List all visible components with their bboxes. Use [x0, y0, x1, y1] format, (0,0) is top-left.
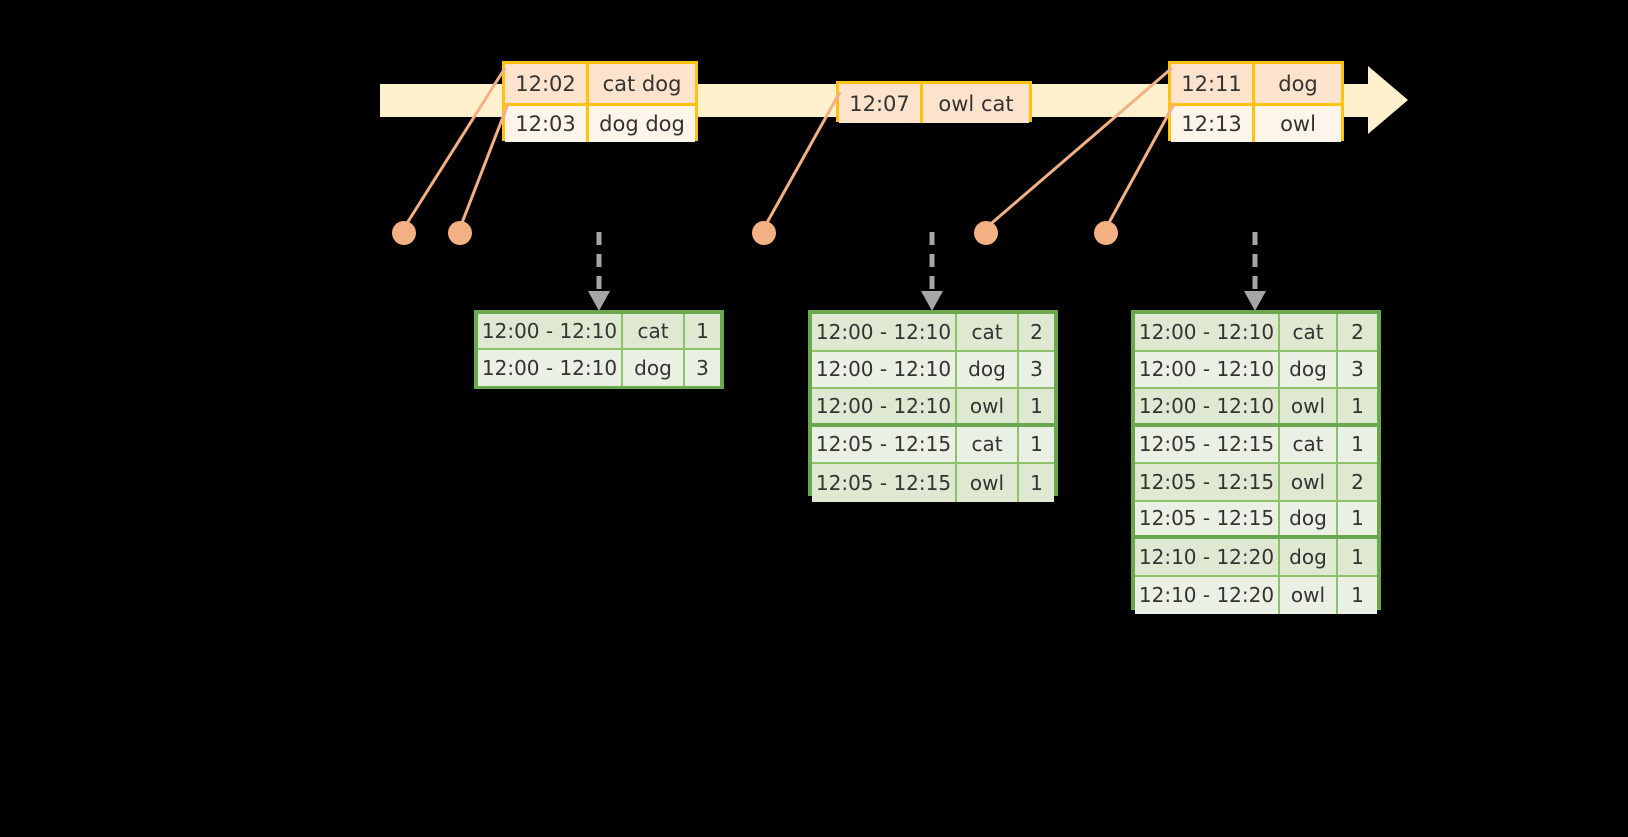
count-cell: 1	[1338, 501, 1377, 535]
count-cell: 1	[1338, 389, 1377, 423]
key-cell: owl	[957, 464, 1019, 502]
count-cell: 1	[1019, 426, 1054, 462]
table-row[interactable]: 12:05 - 12:15 owl 1	[812, 464, 1054, 502]
dashed-arrow-head-1	[588, 291, 610, 311]
key-cell: dog	[1280, 539, 1338, 575]
count-cell: 1	[1338, 539, 1377, 575]
window-cell: 12:00 - 12:10	[812, 389, 957, 423]
leader-line-1213	[1104, 103, 1176, 229]
event-dot-1203[interactable]	[448, 221, 472, 245]
key-cell: dog	[623, 350, 685, 386]
key-cell: cat	[1280, 426, 1338, 462]
event-time: 12:07	[839, 84, 923, 123]
count-cell: 2	[1338, 314, 1377, 350]
table-row[interactable]: 12:10 - 12:20 dog 1	[1135, 539, 1377, 577]
window-cell: 12:00 - 12:10	[812, 314, 957, 350]
table-row[interactable]: 12:00 - 12:10 dog 3	[812, 351, 1054, 389]
count-cell: 2	[1019, 314, 1054, 350]
result-table-3[interactable]: 12:00 - 12:10 cat 2 12:00 - 12:10 dog 3 …	[1131, 310, 1381, 614]
key-cell: owl	[957, 389, 1019, 423]
event-row[interactable]: 12:07 owl cat	[839, 84, 1029, 123]
key-cell: cat	[623, 314, 685, 348]
event-words: cat dog	[589, 64, 695, 103]
dashed-arrow-head-2	[921, 291, 943, 311]
table-row[interactable]: 12:00 - 12:10 cat 2	[1135, 314, 1377, 352]
window-cell: 12:05 - 12:15	[1135, 426, 1280, 462]
window-cell: 12:00 - 12:10	[1135, 314, 1280, 350]
count-cell: 1	[1338, 576, 1377, 614]
table-row[interactable]: 12:00 - 12:10 dog 3	[478, 350, 720, 386]
count-cell: 3	[1338, 351, 1377, 387]
key-cell: cat	[957, 426, 1019, 462]
table-row[interactable]: 12:00 - 12:10 dog 3	[1135, 351, 1377, 389]
event-dot-1202[interactable]	[392, 221, 416, 245]
event-time: 12:03	[505, 106, 589, 142]
timeline-arrowhead	[1368, 66, 1408, 134]
event-row[interactable]: 12:03 dog dog	[505, 103, 695, 142]
table-row[interactable]: 12:00 - 12:10 cat 1	[478, 314, 720, 350]
event-dot-1211[interactable]	[974, 221, 998, 245]
key-cell: dog	[957, 351, 1019, 387]
count-cell: 2	[1338, 464, 1377, 500]
event-words: owl	[1255, 106, 1341, 142]
key-cell: owl	[1280, 389, 1338, 423]
table-row[interactable]: 12:05 - 12:15 cat 1	[812, 426, 1054, 464]
event-time: 12:11	[1171, 64, 1255, 103]
event-group-1[interactable]: 12:02 cat dog 12:03 dog dog	[502, 61, 698, 142]
window-cell: 12:05 - 12:15	[1135, 501, 1280, 535]
event-row[interactable]: 12:13 owl	[1171, 103, 1341, 142]
event-dot-1207[interactable]	[752, 221, 776, 245]
table-row[interactable]: 12:05 - 12:15 cat 1	[1135, 426, 1377, 464]
count-cell: 1	[1019, 464, 1054, 502]
window-cell: 12:00 - 12:10	[812, 351, 957, 387]
result-table-1[interactable]: 12:00 - 12:10 cat 1 12:00 - 12:10 dog 3	[474, 310, 724, 389]
event-row[interactable]: 12:02 cat dog	[505, 64, 695, 103]
window-cell: 12:05 - 12:15	[1135, 464, 1280, 500]
table-row[interactable]: 12:05 - 12:15 dog 1	[1135, 501, 1377, 539]
table-row[interactable]: 12:00 - 12:10 owl 1	[812, 389, 1054, 427]
window-cell: 12:00 - 12:10	[478, 314, 623, 348]
table-row[interactable]: 12:05 - 12:15 owl 2	[1135, 464, 1377, 502]
key-cell: cat	[957, 314, 1019, 350]
key-cell: dog	[1280, 501, 1338, 535]
table-row[interactable]: 12:10 - 12:20 owl 1	[1135, 576, 1377, 614]
leader-line-1203	[458, 103, 510, 229]
window-cell: 12:10 - 12:20	[1135, 539, 1280, 575]
count-cell: 3	[1019, 351, 1054, 387]
event-time: 12:13	[1171, 106, 1255, 142]
window-cell: 12:05 - 12:15	[812, 464, 957, 502]
key-cell: dog	[1280, 351, 1338, 387]
window-cell: 12:00 - 12:10	[1135, 389, 1280, 423]
event-dot-1213[interactable]	[1094, 221, 1118, 245]
count-cell: 1	[1019, 389, 1054, 423]
event-group-2[interactable]: 12:07 owl cat	[836, 81, 1032, 123]
window-cell: 12:10 - 12:20	[1135, 576, 1280, 614]
table-row[interactable]: 12:00 - 12:10 owl 1	[1135, 389, 1377, 427]
count-cell: 3	[685, 350, 720, 386]
dashed-arrow-head-3	[1244, 291, 1266, 311]
event-group-3[interactable]: 12:11 dog 12:13 owl	[1168, 61, 1344, 142]
event-row[interactable]: 12:11 dog	[1171, 64, 1341, 103]
window-cell: 12:05 - 12:15	[812, 426, 957, 462]
result-table-2[interactable]: 12:00 - 12:10 cat 2 12:00 - 12:10 dog 3 …	[808, 310, 1058, 502]
event-words: dog dog	[589, 106, 695, 142]
event-words: owl cat	[923, 84, 1029, 123]
window-cell: 12:00 - 12:10	[1135, 351, 1280, 387]
table-row[interactable]: 12:00 - 12:10 cat 2	[812, 314, 1054, 352]
key-cell: owl	[1280, 464, 1338, 500]
event-words: dog	[1255, 64, 1341, 103]
count-cell: 1	[1338, 426, 1377, 462]
key-cell: owl	[1280, 576, 1338, 614]
count-cell: 1	[685, 314, 720, 348]
key-cell: cat	[1280, 314, 1338, 350]
window-cell: 12:00 - 12:10	[478, 350, 623, 386]
event-time: 12:02	[505, 64, 589, 103]
